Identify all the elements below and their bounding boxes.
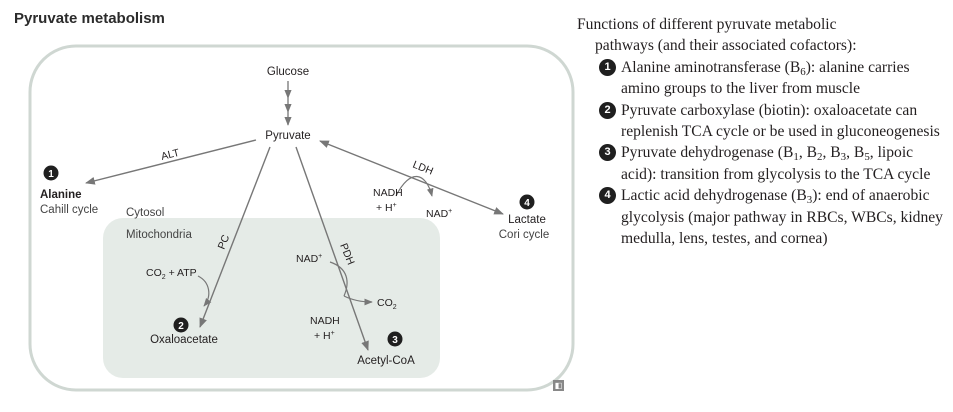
pdh-arrow [295,146,369,351]
publisher-logo-icon: ◧ [553,380,564,391]
pc-label: PC [216,233,233,251]
pc-cofactor-arrow [197,275,212,307]
pdh-nad: NAD+ [296,253,322,265]
function-item-2: 2 Pyruvate carboxylase (biotin): oxaloac… [599,100,949,143]
functions-list: 1 Alanine aminotransferase (B6): alanine… [577,57,949,250]
oxaloacetate-label: Oxaloacetate [150,334,218,346]
cahill-label: Cahill cycle [40,204,98,216]
glucose-label: Glucose [267,66,309,78]
number-4: 4 [524,198,530,209]
ldh-label: LDH [411,159,435,178]
number-badge-icon: 3 [599,144,616,162]
ldh-h: + H+ [376,202,397,214]
mitochondria-label: Mitochondria [126,229,192,241]
cell-border [28,44,575,392]
pc-cofactor: CO2 + ATP [146,267,197,281]
cytosol-label: Cytosol [126,207,164,219]
pc-arrow [199,146,271,328]
number-2: 2 [178,321,184,332]
pdh-nadh: NADH [310,315,340,327]
function-item-4: 4 Lactic acid dehydrogenase (B3): end of… [599,185,949,249]
acetylcoa-label: Acetyl-CoA [357,355,415,367]
cori-label: Cori cycle [499,229,549,241]
ldh-nad: NAD+ [426,208,452,220]
pyruvate-diagram: Cytosol Mitochondria Glucose Pyruvate AL… [28,44,575,392]
pdh-co2: CO2 [377,297,397,311]
ldh-nadh: NADH [373,187,403,199]
number-badge-3 [387,331,403,347]
number-badge-1 [43,165,59,181]
function-item-1: 1 Alanine aminotransferase (B6): alanine… [599,57,949,100]
diagram-title: Pyruvate metabolism [14,10,165,27]
number-3: 3 [392,335,398,346]
pdh-co2-arrow [343,295,373,306]
number-badge-icon: 1 [599,58,616,76]
ldh-cofactor-arrow [395,175,434,197]
functions-panel: Functions of different pyruvate metaboli… [577,14,949,249]
number-badge-2 [173,317,189,333]
number-1: 1 [48,169,54,180]
pdh-h: + H+ [314,330,335,342]
mitochondria-region [103,218,440,378]
alt-arrow [85,139,257,185]
alt-label: ALT [160,147,181,163]
alanine-label: Alanine [40,189,82,201]
pdh-nad-arrow [329,261,348,297]
number-badge-icon: 4 [599,187,616,205]
panel-heading-line2: pathways (and their associated cofactors… [595,37,857,55]
pyruvate-label: Pyruvate [265,130,310,142]
number-badge-icon: 2 [599,101,616,119]
lactate-label: Lactate [508,214,546,226]
function-item-3: 3 Pyruvate dehydrogenase (B1, B2, B3, B5… [599,142,949,185]
panel-heading: Functions of different pyruvate metaboli… [577,14,949,57]
panel-heading-line1: Functions of different pyruvate metaboli… [577,16,837,33]
number-badge-4 [519,194,535,210]
